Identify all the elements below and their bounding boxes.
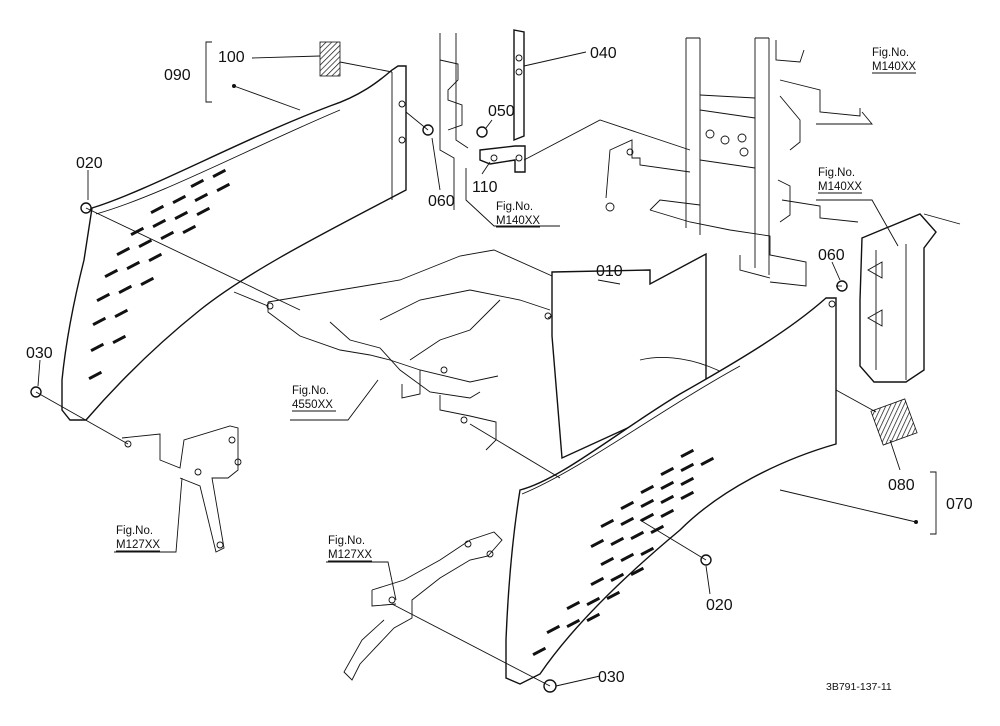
label-030-left: 030 xyxy=(26,345,53,362)
fig-ref-m140xx-top: Fig.No. M140XX xyxy=(872,47,916,73)
label-060-left: 060 xyxy=(428,193,455,210)
upright-frame xyxy=(605,37,861,287)
svg-text:M127XX: M127XX xyxy=(328,549,372,561)
label-050: 050 xyxy=(488,103,515,120)
label-080: 080 xyxy=(888,477,915,494)
label-sticker-080 xyxy=(870,398,918,446)
label-070: 070 xyxy=(946,496,973,513)
fig-ref-underlines xyxy=(116,72,916,562)
svg-text:Fig.No.: Fig.No. xyxy=(116,525,153,537)
label-020-left: 020 xyxy=(76,155,103,172)
svg-text:Fig.No.: Fig.No. xyxy=(328,535,365,547)
fig-ref-4550xx: Fig.No. 4550XX xyxy=(292,385,333,411)
right-cover-vent-slots xyxy=(532,448,715,657)
drawing-number: 3B791-137-11 xyxy=(826,681,892,693)
ref-dot-090 xyxy=(232,84,236,88)
label-100: 100 xyxy=(218,49,245,66)
svg-text:4550XX: 4550XX xyxy=(292,399,333,411)
left-side-cover xyxy=(61,65,407,421)
svg-text:M140XX: M140XX xyxy=(496,215,540,227)
right-channel-guide xyxy=(859,213,937,383)
leader-lines xyxy=(37,41,937,687)
fig-ref-m127xx-center: Fig.No. M127XX xyxy=(328,535,372,561)
right-side-cover xyxy=(505,297,837,685)
fasteners xyxy=(30,124,848,693)
lower-center-bracket xyxy=(343,531,503,681)
lower-left-bracket xyxy=(121,425,242,553)
svg-text:M140XX: M140XX xyxy=(872,61,916,73)
svg-text:Fig.No.: Fig.No. xyxy=(292,385,329,397)
label-040: 040 xyxy=(590,45,617,62)
label-sticker-100 xyxy=(319,41,341,77)
svg-text:Fig.No.: Fig.No. xyxy=(496,201,533,213)
label-090: 090 xyxy=(164,67,191,84)
label-060-right: 060 xyxy=(818,247,845,264)
label-010: 010 xyxy=(596,263,623,280)
left-cover-vent-slots xyxy=(88,168,231,381)
fig-ref-m127xx-left: Fig.No. M127XX xyxy=(116,525,160,551)
fig-ref-m140xx-center: Fig.No. M140XX xyxy=(496,201,540,227)
bolt-050 xyxy=(476,126,488,138)
svg-text:M127XX: M127XX xyxy=(116,539,160,551)
fig-ref-m140xx-right: Fig.No. M140XX xyxy=(818,167,862,193)
label-030-right: 030 xyxy=(598,669,625,686)
assembly-lines xyxy=(35,61,961,687)
svg-text:M140XX: M140XX xyxy=(818,181,862,193)
svg-text:Fig.No.: Fig.No. xyxy=(872,47,909,59)
ref-dot-070 xyxy=(914,520,918,524)
left-vertical-bracket xyxy=(439,29,526,210)
svg-text:Fig.No.: Fig.No. xyxy=(818,167,855,179)
label-110: 110 xyxy=(472,179,498,196)
label-020-right: 020 xyxy=(706,597,733,614)
